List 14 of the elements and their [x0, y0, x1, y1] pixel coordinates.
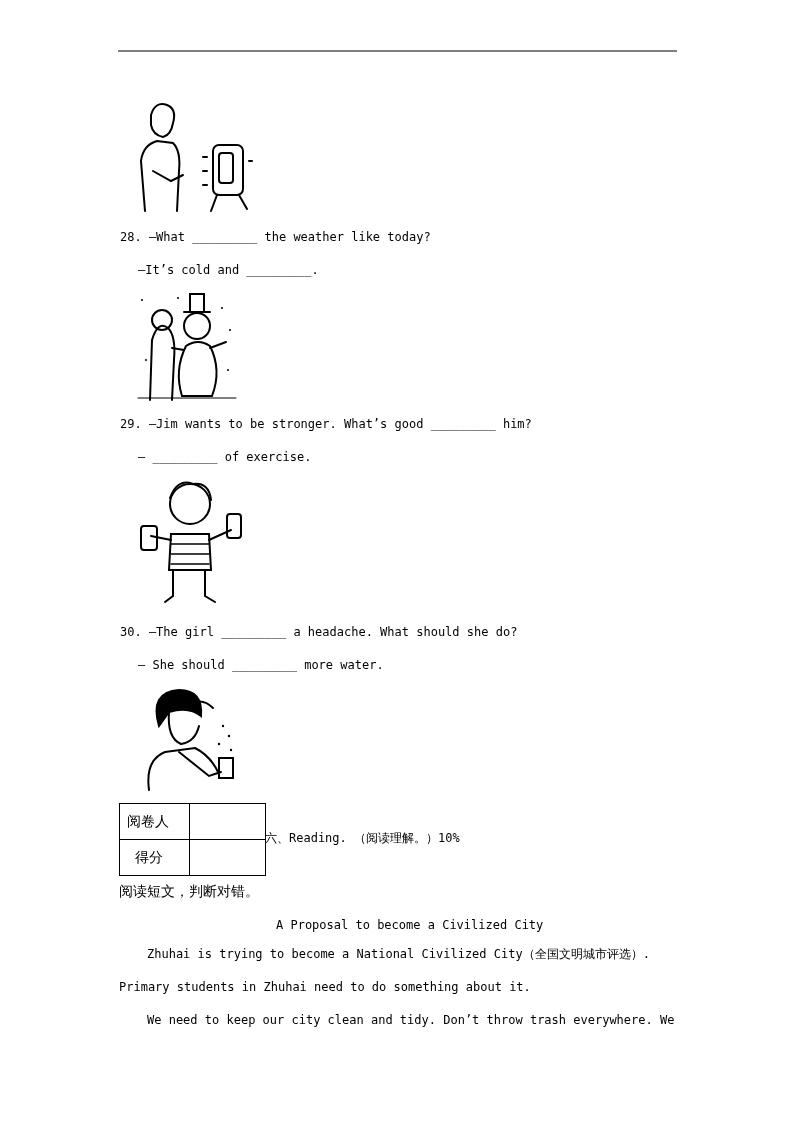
passage-title: A Proposal to become a Civilized City — [276, 917, 544, 933]
question-text: 30. —The girl _________ a headache. What should she do? — [120, 624, 518, 640]
answer-text: —It’s cold and _________. — [138, 262, 319, 278]
question-text: 29. —Jim wants to be stronger. What’s good _________ him? — [120, 416, 532, 432]
section-heading: 六、Reading. （阅读理解。）10% — [265, 830, 460, 846]
instruction-text: 阅读短文，判断对错。 — [119, 882, 259, 900]
table-cell-text: 得分 — [135, 848, 163, 866]
paragraph-text: Zhuhai is trying to become a National Civilized City（全国文明城市评选）. — [147, 946, 650, 962]
question-text: 28. —What _________ the weather like today? — [120, 229, 431, 245]
answer-text: — _________ of exercise. — [138, 449, 312, 465]
paragraph-text: Primary students in Zhuhai need to do something about it. — [119, 979, 531, 995]
table-cell-text: 阅卷人 — [127, 812, 169, 830]
answer-text: — She should _________ more water. — [138, 657, 384, 673]
paragraph-text: We need to keep our city clean and tidy. Don’t throw trash everywhere. We — [147, 1012, 675, 1028]
